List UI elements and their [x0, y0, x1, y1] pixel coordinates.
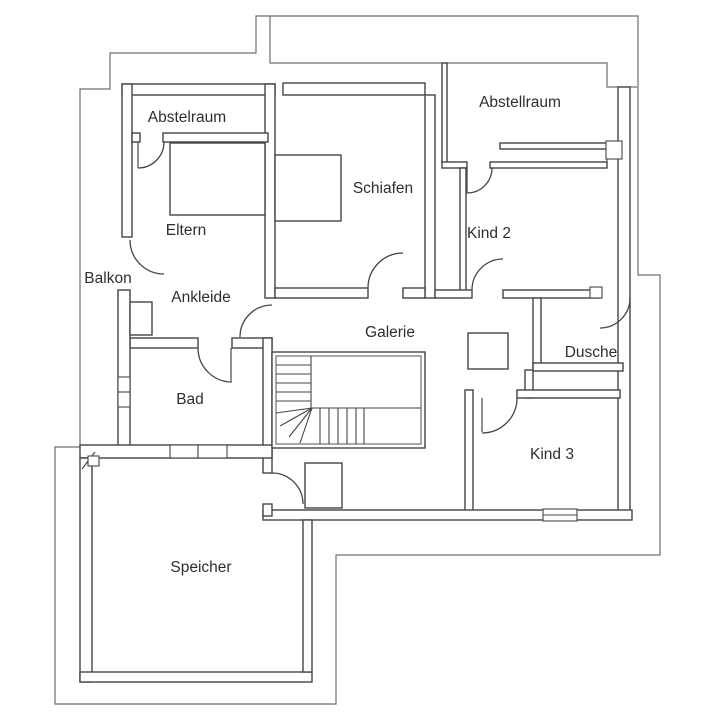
staircase	[271, 351, 426, 449]
roof-step-line	[269, 16, 637, 88]
wall-balkon	[117, 289, 131, 448]
wardrobe-ankleide	[129, 301, 153, 336]
door-arc-kind3	[481, 397, 518, 434]
wall-eltern-schlafen	[264, 83, 276, 299]
door-arc-abstellraum-right	[466, 167, 493, 194]
door-arc-bad	[197, 347, 233, 383]
outer-boundary-line	[54, 15, 661, 705]
wall-speicher-left	[79, 457, 93, 683]
wall-dusche-bottom	[532, 362, 624, 372]
door-post-speicher	[87, 455, 100, 467]
window-bad-2	[197, 444, 228, 459]
wall-schlafen-bottom-east	[402, 287, 426, 299]
room-label-balkon: Balkon	[84, 270, 131, 287]
bed-eltern	[169, 142, 266, 216]
wall-kind3-left	[464, 389, 474, 519]
wall-schlafen-knee	[282, 82, 426, 96]
chimney-square	[467, 332, 509, 370]
wall-speicher-bottom	[79, 671, 313, 683]
room-label-kind3: Kind 3	[530, 446, 574, 463]
door-arc-dusche	[599, 297, 631, 329]
outer-boundary	[54, 15, 661, 705]
wall-speicher-right	[302, 519, 313, 673]
wall-abstellraum-left-bottom	[162, 132, 269, 143]
wall-corridor-south-b	[502, 289, 601, 299]
door-arc-ankleide-galerie	[239, 304, 273, 338]
room-label-ankleide: Ankleide	[171, 289, 230, 306]
wall-eltern-left	[121, 83, 133, 238]
door-arc-schlafen	[367, 252, 404, 289]
furniture	[129, 142, 509, 509]
marker-dusche-square	[589, 286, 603, 299]
closet-under-stairs	[304, 462, 343, 509]
room-labels: Abstelraum Abstellraum Schiafen Kind 2 E…	[84, 94, 617, 576]
room-label-dusche: Dusche	[565, 344, 618, 361]
windows	[117, 140, 623, 522]
room-label-kind2: Kind 2	[467, 225, 511, 242]
doors	[81, 141, 631, 505]
room-label-speicher: Speicher	[170, 559, 231, 576]
door-arc-stairhall	[271, 472, 304, 505]
wall-top-left	[121, 83, 276, 96]
wall-schlafen-bottom-west	[274, 287, 369, 299]
wall-dusche-left	[532, 297, 542, 371]
room-label-eltern: Eltern	[166, 222, 207, 239]
room-label-bad: Bad	[176, 391, 204, 408]
door-arc-kind2	[471, 258, 504, 291]
wall-abstellraum-left-stub	[131, 132, 141, 143]
room-label-abstellraum-left: Abstelraum	[148, 109, 226, 126]
wall-corridor-right	[441, 62, 448, 164]
walls	[79, 62, 633, 683]
room-label-schlafen: Schiafen	[353, 180, 413, 197]
room-label-galerie: Galerie	[365, 324, 415, 341]
window-bad-1	[169, 444, 199, 459]
wall-abstellraum-right-bottom	[489, 161, 608, 169]
wall-stairhall-west-stub	[262, 503, 273, 517]
door-arc-abstellraum-left	[137, 141, 165, 169]
wall-corridor-south-a	[434, 289, 473, 299]
bed-schlafen	[274, 154, 342, 222]
wall-kind2-left	[459, 167, 467, 297]
wall-schlafen-right	[424, 94, 436, 299]
window-kind2-right	[605, 140, 623, 160]
stairwell-outer	[271, 351, 426, 449]
wall-kind2-top-stub	[441, 161, 468, 169]
wall-bad-top-west	[129, 337, 199, 349]
wall-kind3-top	[516, 389, 621, 399]
door-arc-balkon	[129, 239, 165, 275]
stairwell-inner	[275, 355, 422, 445]
wall-abstellraum-right-knee	[499, 142, 608, 150]
room-label-abstellraum-right: Abstellraum	[479, 94, 561, 111]
